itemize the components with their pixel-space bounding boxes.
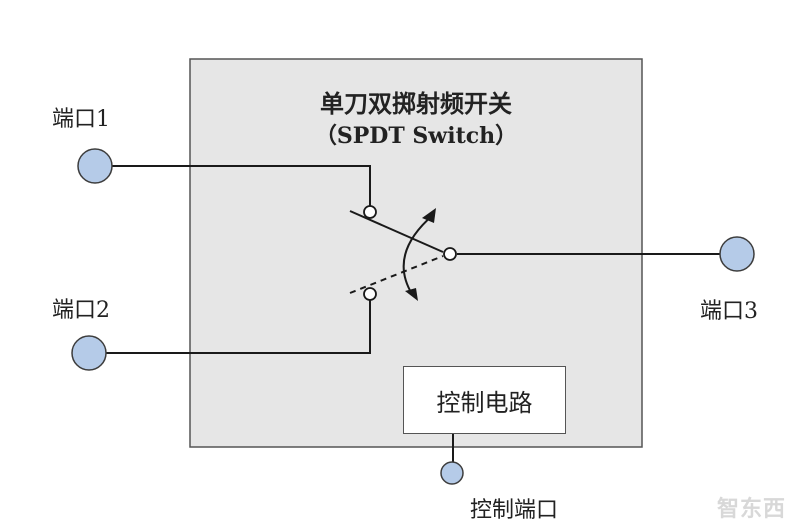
common-node (443, 247, 457, 261)
switch-blade-dashed (349, 255, 444, 294)
control-circuit-box: 控制电路 (403, 366, 566, 434)
switch-subtitle: （SPDT Switch） (314, 123, 518, 149)
port2-wire (106, 296, 371, 354)
port2-terminal (71, 335, 107, 371)
port1-wire (112, 165, 371, 210)
contact-node-1 (363, 205, 377, 219)
port1-label: 端口1 (52, 107, 110, 132)
control-circuit-label: 控制电路 (436, 388, 533, 417)
port1-terminal (77, 148, 113, 184)
switch-blade-solid (349, 210, 444, 253)
switch-motion-arc (402, 214, 434, 295)
arc-arrow-up (422, 208, 436, 223)
arc-arrow-down (405, 288, 418, 301)
control-port-label: 控制端口 (470, 498, 559, 523)
port3-terminal (719, 236, 755, 272)
switch-title: 单刀双掷射频开关 (320, 89, 512, 118)
port2-label: 端口2 (52, 298, 110, 323)
port3-label: 端口3 (700, 299, 758, 324)
contact-node-2 (363, 287, 377, 301)
control-port-terminal (440, 461, 464, 485)
watermark-logo: 智东西 (716, 497, 786, 522)
